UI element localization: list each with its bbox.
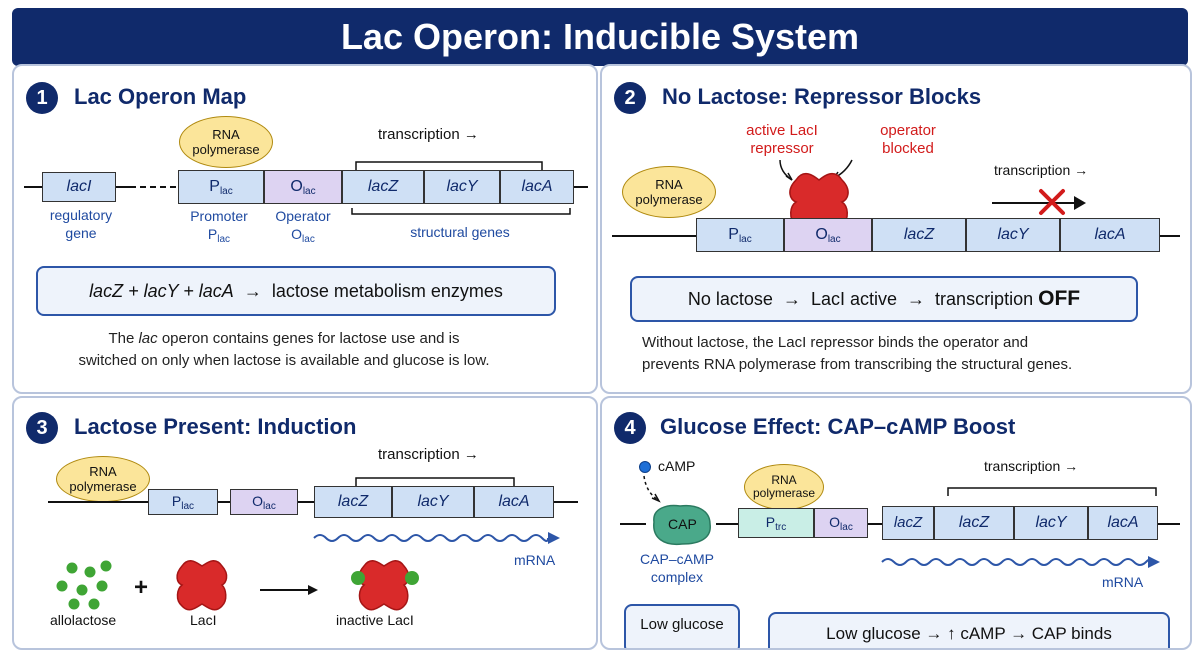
reaction-arrow xyxy=(260,585,318,595)
panel-number: 2 xyxy=(614,82,646,114)
rna-polymerase: RNA polymerase xyxy=(622,166,716,218)
transcription-label: transcription → xyxy=(994,162,1089,178)
cap-label: CAP xyxy=(668,516,697,532)
lacy-gene: lacY xyxy=(1014,506,1088,540)
operator-box: Olac xyxy=(814,508,868,538)
cap-protein xyxy=(653,504,711,546)
transcription-bracket xyxy=(355,161,543,170)
laca-gene: lacA xyxy=(500,170,574,204)
lacz-gene: lacZ xyxy=(882,506,934,540)
dna-line xyxy=(620,523,646,525)
cap-camp-complex-label: CAP–cAMP complex xyxy=(640,551,714,585)
transcription-label: transcription → xyxy=(378,446,479,463)
camp-binding-arrow xyxy=(643,475,661,503)
page-title: Lac Operon: Inducible System xyxy=(12,8,1188,66)
summary-box: lacZ + lacY + lacA → lactose metabolism … xyxy=(36,266,556,316)
lacy-gene: lacY xyxy=(392,486,474,518)
promoter-box: Plac xyxy=(148,489,218,515)
transcription-label: transcription → xyxy=(378,126,479,143)
dna-line xyxy=(116,186,136,188)
panel-description: Without lactose, the LacI repressor bind… xyxy=(642,334,1073,373)
laci-gene: lacI xyxy=(42,172,116,202)
arrow-head xyxy=(1074,196,1086,210)
rna-polymerase: RNA polymerase xyxy=(56,456,150,502)
dna-line xyxy=(48,501,148,503)
structural-genes-label: structural genes xyxy=(410,224,510,240)
lacy-gene: lacY xyxy=(424,170,500,204)
blocked-transcription-line xyxy=(992,202,1082,204)
panel-title: No Lactose: Repressor Blocks xyxy=(662,84,982,109)
operator-box: Olac xyxy=(784,218,872,252)
plus-sign: + xyxy=(134,574,149,601)
laci-repressor-icon xyxy=(176,560,228,611)
panel-no-lactose: 2 No Lactose: Repressor Blocks active La… xyxy=(600,64,1192,394)
panel-number: 1 xyxy=(26,82,58,114)
dna-line xyxy=(218,501,230,503)
lacz-gene: lacZ xyxy=(872,218,966,252)
lacz-gene: lacZ xyxy=(934,506,1014,540)
active-repressor-label: active LacI repressor xyxy=(746,122,818,157)
dna-line xyxy=(298,501,314,503)
laca-gene: lacA xyxy=(1088,506,1158,540)
regulatory-gene-label: regulatory gene xyxy=(49,207,113,241)
dna-line xyxy=(868,523,882,525)
mrna-label: mRNA xyxy=(1102,574,1144,590)
mrna-wave xyxy=(881,556,1160,568)
lacz-gene: lacZ xyxy=(342,170,424,204)
allolactose-icon xyxy=(56,560,112,610)
dna-line xyxy=(24,186,42,188)
promoter-box: Plac xyxy=(178,170,264,204)
laca-gene: lacA xyxy=(474,486,554,518)
structural-bracket xyxy=(351,208,571,215)
panel-number: 4 xyxy=(614,412,646,444)
mrna-label: mRNA xyxy=(514,552,556,568)
summary-box: No lactose → LacI active → transcription… xyxy=(630,276,1138,322)
inactive-laci-label: inactive LacI xyxy=(336,612,414,628)
panel-number: 3 xyxy=(26,412,58,444)
dna-gap xyxy=(140,186,176,188)
panel-lactose-present: 3 Lactose Present: Induction RNA polymer… xyxy=(12,396,598,650)
panel-glucose-effect: 4 Glucose Effect: CAP–cAMP Boost cAMP CA… xyxy=(600,396,1192,650)
rna-polymerase: RNA polymerase xyxy=(744,464,824,510)
transcription-bracket xyxy=(947,487,1157,496)
laca-gene: lacA xyxy=(1060,218,1160,252)
allolactose-label: allolactose xyxy=(50,612,117,628)
camp-dot xyxy=(639,461,651,473)
operator-box: Olac xyxy=(264,170,342,204)
dna-line xyxy=(554,501,578,503)
dna-line xyxy=(1160,235,1180,237)
panel-title: Lac Operon Map xyxy=(74,84,247,109)
transcription-label: transcription → xyxy=(984,458,1079,474)
operator-box: Olac xyxy=(230,489,298,515)
lacy-gene: lacY xyxy=(966,218,1060,252)
laci-label: LacI xyxy=(190,612,217,628)
mrna-wave xyxy=(313,532,560,544)
transcription-bracket xyxy=(355,477,515,486)
panel-title: Glucose Effect: CAP–cAMP Boost xyxy=(660,414,1016,439)
rna-polymerase: RNA polymerase xyxy=(179,116,273,168)
dna-line xyxy=(1158,523,1180,525)
dna-line xyxy=(612,235,696,237)
lacz-gene: lacZ xyxy=(314,486,392,518)
promoter-box: Ptrc xyxy=(738,508,814,538)
blocked-x-icon xyxy=(1039,189,1065,215)
panel-lac-operon-map: 1 Lac Operon Map RNA polymerase transcri… xyxy=(12,64,598,394)
promoter-box: Plac xyxy=(696,218,784,252)
dna-line xyxy=(574,186,588,188)
dna-line xyxy=(716,523,738,525)
panel-description: The lac operon contains genes for lactos… xyxy=(78,330,490,369)
operator-blocked-label: operator blocked xyxy=(880,122,936,157)
inactive-laci-icon xyxy=(351,560,419,611)
camp-label: cAMP xyxy=(658,458,696,474)
summary-box: Low glucose → ↑ cAMP → CAP binds xyxy=(768,612,1170,648)
low-glucose-box: Low glucose xyxy=(624,604,740,648)
panel-title: Lactose Present: Induction xyxy=(74,414,357,439)
